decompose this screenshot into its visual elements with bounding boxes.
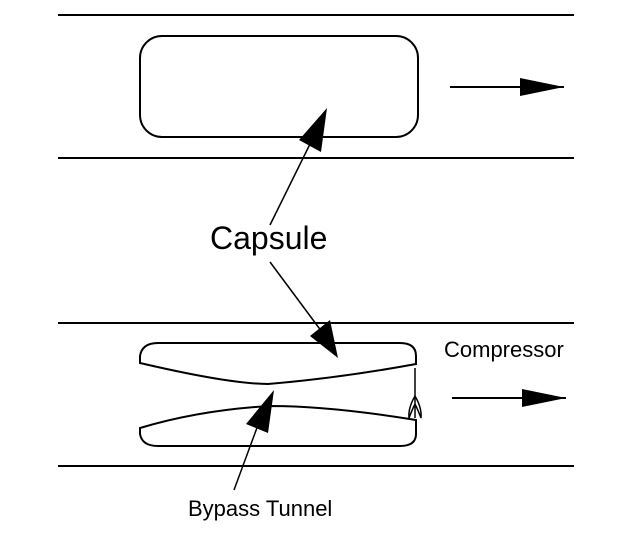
bottom-capsule-lower-half [139, 404, 417, 447]
capsule-pointer-top [269, 139, 313, 226]
capsule-pointer-bottom [269, 261, 323, 333]
top-direction-arrowhead [520, 78, 564, 96]
compressor-icon [408, 368, 422, 419]
bottom-capsule-upper-half [139, 342, 417, 386]
bypass-pointer-head [246, 390, 274, 433]
capsule-pointer-bottom-head [310, 320, 338, 358]
bypass-tunnel-label: Bypass Tunnel [188, 496, 333, 521]
capsule-label: Capsule [210, 220, 328, 256]
compressor-label: Compressor [444, 337, 564, 362]
capsule-pointer-top-head [299, 108, 327, 152]
bottom-direction-arrowhead [522, 389, 566, 407]
top-capsule [139, 35, 419, 138]
bypass-pointer [233, 424, 259, 491]
